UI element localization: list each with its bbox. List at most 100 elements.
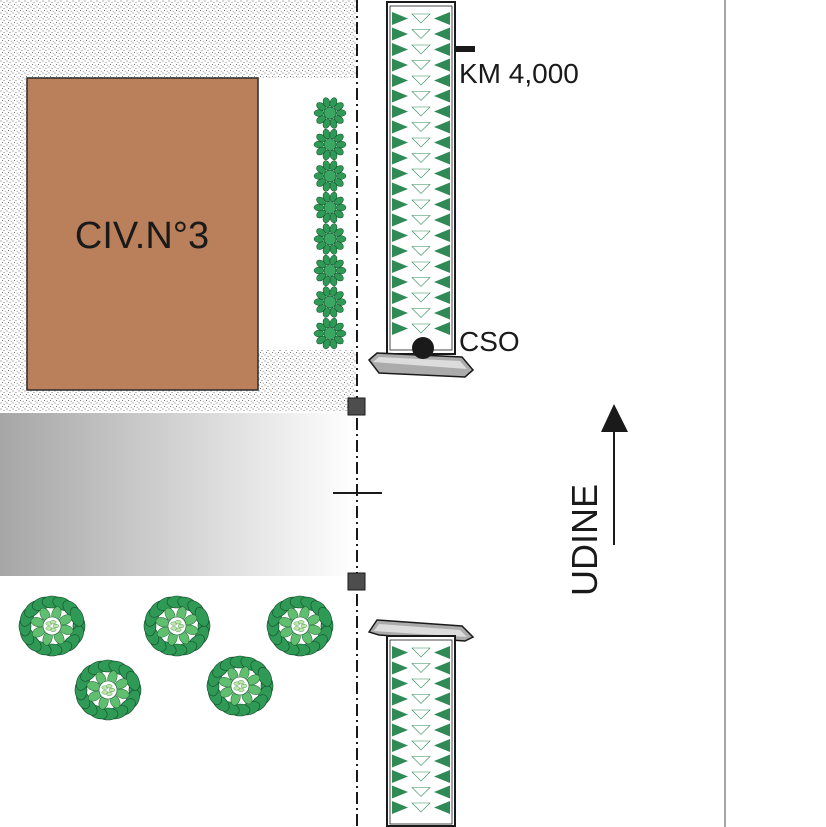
planter-shrub-mark bbox=[411, 647, 431, 658]
planter-shrub-mark bbox=[392, 661, 408, 675]
planter-shrub-mark bbox=[392, 770, 408, 783]
planter-shrub-mark bbox=[434, 151, 450, 165]
planter-shrub-mark bbox=[434, 801, 450, 814]
planter-shrub-mark bbox=[392, 322, 408, 335]
shrub bbox=[206, 655, 274, 717]
planter-shrub-mark bbox=[392, 74, 408, 87]
planter-shrub-mark bbox=[411, 756, 431, 766]
hedge-bush bbox=[313, 223, 347, 255]
planter-shrub-mark bbox=[392, 723, 408, 737]
planter-shrub-mark bbox=[411, 106, 431, 117]
shrub-cluster bbox=[18, 595, 334, 721]
planter-shrub-mark bbox=[434, 785, 450, 799]
planter-shrub-mark bbox=[411, 308, 431, 318]
planter-shrub-mark bbox=[392, 306, 408, 320]
planter-shrub-mark bbox=[392, 291, 408, 304]
planter-shrub-mark bbox=[392, 105, 408, 118]
hedge-bush bbox=[313, 128, 347, 161]
building-civ-3 bbox=[26, 77, 259, 391]
planter-shrub-mark bbox=[392, 58, 408, 72]
hedge-bush bbox=[313, 97, 347, 129]
planter-shrub-mark bbox=[392, 120, 408, 134]
arrow-up-icon bbox=[601, 404, 628, 545]
planter-shrub-mark bbox=[411, 13, 431, 24]
planter-shrub-mark bbox=[392, 677, 408, 690]
planter-bottom-shrubs bbox=[392, 646, 450, 814]
planter-shrub-mark bbox=[392, 275, 408, 289]
planter-shrub-mark bbox=[392, 754, 408, 768]
planter-shrub-mark bbox=[411, 215, 431, 225]
planter-shrub-mark bbox=[434, 136, 450, 149]
hedge-row bbox=[313, 97, 347, 350]
planter-shrub-mark bbox=[392, 136, 408, 149]
planter-shrub-mark bbox=[392, 260, 408, 273]
planter-shrub-mark bbox=[434, 43, 450, 56]
planter-shrub-mark bbox=[392, 167, 408, 180]
planter-shrub-mark bbox=[411, 44, 431, 55]
filled-circle-icon bbox=[412, 337, 434, 359]
planter-shrub-mark bbox=[392, 182, 408, 196]
planter-shrub-mark bbox=[434, 167, 450, 180]
planter-shrub-mark bbox=[411, 277, 431, 287]
planter-shrub-mark bbox=[411, 91, 431, 101]
planter-shrub-mark bbox=[434, 213, 450, 227]
planter-shrub-mark bbox=[411, 663, 431, 673]
planter-shrub-mark bbox=[434, 58, 450, 72]
planter-shrub-mark bbox=[411, 122, 431, 132]
planter-shrub-mark bbox=[434, 74, 450, 87]
planter-shrub-mark bbox=[411, 75, 431, 86]
planter-shrub-mark bbox=[411, 199, 431, 210]
planter-shrub-mark bbox=[411, 246, 431, 256]
planter-shrub-mark bbox=[434, 275, 450, 289]
planter-shrub-mark bbox=[434, 677, 450, 690]
planter-top-shrubs bbox=[392, 12, 450, 335]
planter-shrub-mark bbox=[434, 244, 450, 258]
planter-shrub-mark bbox=[434, 306, 450, 320]
planter-shrub-mark bbox=[434, 27, 450, 41]
hedge-bush bbox=[313, 160, 347, 192]
square-marker-icon bbox=[347, 572, 366, 591]
planter-shrub-mark bbox=[411, 771, 431, 782]
planter-shrub-mark bbox=[434, 229, 450, 242]
planter-shrub-mark bbox=[434, 105, 450, 118]
planter-shrub-mark bbox=[411, 709, 431, 720]
hedge-bush bbox=[313, 254, 347, 287]
planter-shrub-mark bbox=[411, 29, 431, 39]
hedge-bush bbox=[313, 317, 347, 350]
planter-shrub-mark bbox=[392, 89, 408, 103]
planter-shrub-mark bbox=[434, 120, 450, 134]
planter-shrub-mark bbox=[392, 708, 408, 721]
planter-shrub-mark bbox=[434, 661, 450, 675]
shrub bbox=[266, 595, 334, 657]
hedge-bush bbox=[313, 191, 347, 224]
km-tick-mark bbox=[455, 46, 475, 52]
planter-shrub-mark bbox=[434, 692, 450, 706]
planter-shrub-mark bbox=[411, 787, 431, 797]
planter-shrub-mark bbox=[411, 153, 431, 163]
building-label: CIV.N°3 bbox=[75, 215, 209, 257]
planter-shrub-mark bbox=[411, 184, 431, 194]
driveway bbox=[0, 413, 356, 576]
planter-shrub-mark bbox=[392, 198, 408, 211]
planter-shrub-mark bbox=[434, 198, 450, 211]
planter-shrub-mark bbox=[434, 291, 450, 304]
planter-shrub-mark bbox=[411, 261, 431, 272]
planter-shrub-mark bbox=[411, 60, 431, 70]
shrub bbox=[18, 595, 86, 657]
planter-shrub-mark bbox=[392, 12, 408, 25]
shrub bbox=[143, 595, 211, 657]
planter-shrub-mark bbox=[392, 692, 408, 706]
planter-shrub-mark bbox=[392, 151, 408, 165]
planter-shrub-mark bbox=[411, 137, 431, 148]
planter-shrub-mark bbox=[392, 43, 408, 56]
direction-label: UDINE bbox=[564, 484, 605, 596]
planter-shrub-mark bbox=[434, 770, 450, 783]
curb-top-highlight bbox=[373, 357, 467, 369]
planter-shrub-mark bbox=[411, 323, 431, 334]
planter-shrub-mark bbox=[392, 739, 408, 752]
curb-bottom-highlight bbox=[374, 624, 467, 637]
planter-shrub-mark bbox=[411, 802, 431, 813]
hedge-bush bbox=[313, 286, 347, 318]
planter-shrub-mark bbox=[392, 213, 408, 227]
